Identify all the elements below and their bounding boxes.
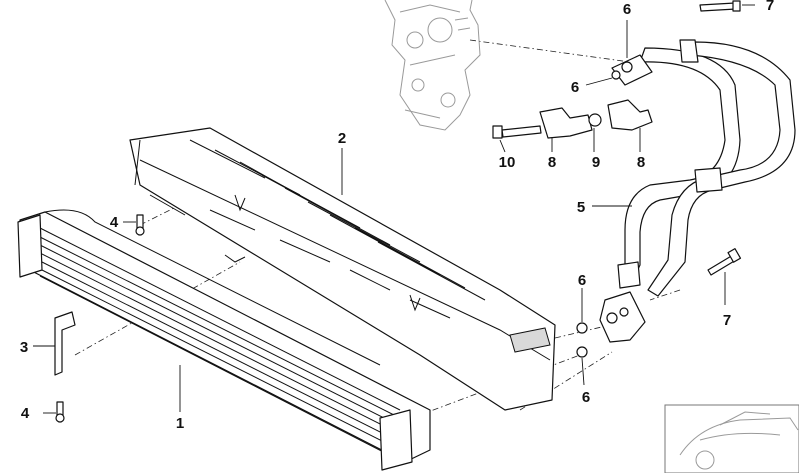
callout-7-top: 7 <box>766 0 774 14</box>
callout-8-right: 8 <box>637 154 645 171</box>
callout-4-lower: 4 <box>21 405 30 422</box>
union-fitting <box>599 291 646 343</box>
callout-10: 10 <box>499 154 516 171</box>
leader-lines <box>33 4 755 414</box>
callout-1: 1 <box>176 415 184 432</box>
hose-brackets <box>492 99 653 139</box>
bracket <box>54 311 76 376</box>
oil-cooler <box>17 209 431 471</box>
callout-4-upper: 4 <box>110 214 119 231</box>
callout-7-bottom: 7 <box>723 312 731 329</box>
hose-lines <box>611 39 796 297</box>
o-rings <box>576 61 633 358</box>
callout-3: 3 <box>20 339 28 356</box>
callout-6-lower: 6 <box>582 389 590 406</box>
bolts <box>699 0 742 276</box>
power-steering-pump <box>384 0 481 131</box>
callout-2: 2 <box>338 130 346 147</box>
callout-6-middle: 6 <box>578 272 586 289</box>
callout-6-upper: 6 <box>571 79 579 96</box>
screws <box>55 214 145 423</box>
air-duct <box>129 127 556 411</box>
car-thumbnail <box>664 404 799 473</box>
callout-8-left: 8 <box>548 154 556 171</box>
callout-labels: 1 2 3 4 4 5 6 6 6 6 7 7 8 8 9 10 <box>20 0 774 432</box>
callout-5: 5 <box>577 199 585 216</box>
callout-9: 9 <box>592 154 600 171</box>
callout-6-top: 6 <box>623 1 631 18</box>
